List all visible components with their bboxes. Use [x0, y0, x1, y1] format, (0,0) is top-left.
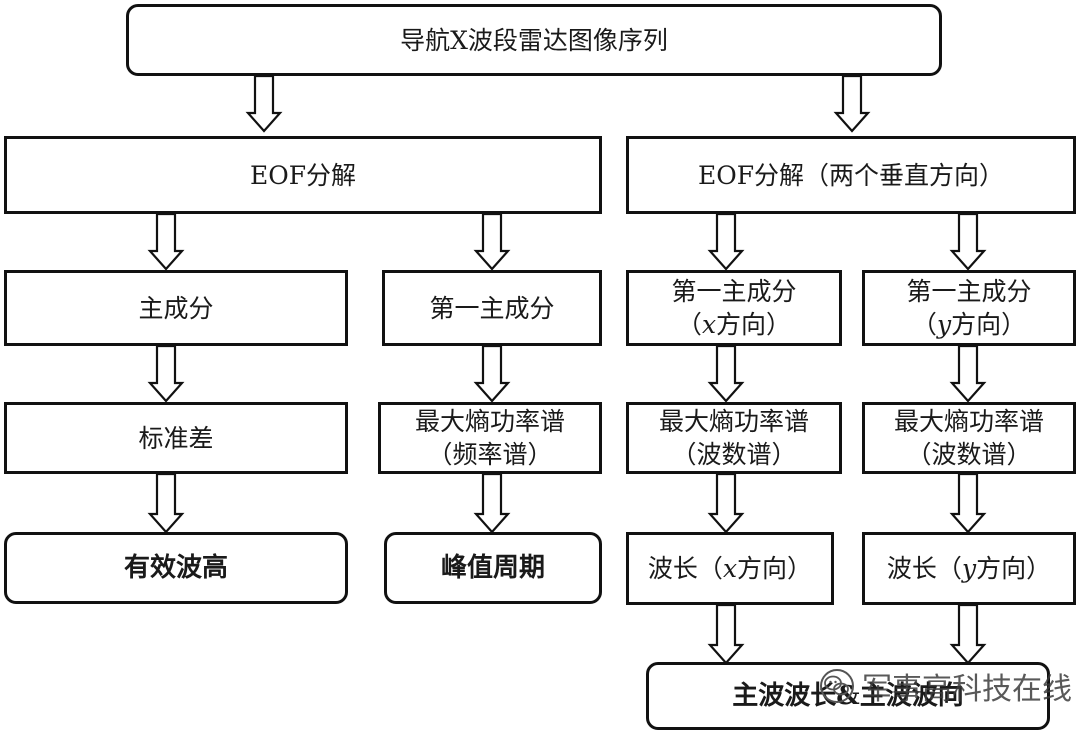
- node-wavelength-x: 波长（x方向）: [626, 532, 834, 605]
- node-first-pc: 第一主成分: [382, 270, 602, 346]
- node-mem-wavenumber-x-line1: 最大熵功率谱: [658, 407, 809, 436]
- node-wavelength-y: 波长（y方向）: [862, 532, 1076, 605]
- node-mem-wavenumber-x: 最大熵功率谱 （波数谱）: [626, 402, 842, 474]
- node-first-pc-x-line1: 第一主成分: [671, 277, 797, 306]
- node-principal-components-label: 主成分: [138, 293, 214, 323]
- node-peak-period-label: 峰值周期: [440, 552, 545, 583]
- arrow-top-to-eof-left: [245, 74, 283, 133]
- node-standard-deviation: 标准差: [4, 402, 348, 474]
- node-mem-frequency-spectrum: 最大熵功率谱 （频率谱）: [378, 402, 602, 474]
- arrow-eof-left-to-pc-first: [473, 212, 511, 271]
- arrow-wl-y-to-final: [949, 603, 987, 665]
- node-first-pc-y-line2: （y方向）: [911, 310, 1027, 339]
- node-first-pc-x: 第一主成分 （x方向）: [626, 270, 842, 346]
- node-eof-left-label: EOF分解: [249, 160, 357, 190]
- node-first-pc-x-line2: （x方向）: [676, 310, 792, 339]
- node-mem-wavenumber-y-line1: 最大熵功率谱: [893, 407, 1044, 436]
- node-mem-frequency-line1: 最大熵功率谱: [414, 407, 565, 436]
- arrow-top-to-eof-right: [833, 74, 871, 133]
- node-first-pc-y-line1: 第一主成分: [906, 277, 1032, 306]
- arrow-mem-wave-x-to-wl-x: [707, 472, 745, 534]
- arrow-pc-x-to-mem-wave-x: [707, 344, 745, 403]
- node-radar-image-sequence: 导航X波段雷达图像序列: [126, 4, 942, 76]
- node-wavelength-y-label: 波长（y方向）: [886, 554, 1052, 583]
- node-first-pc-y: 第一主成分 （y方向）: [862, 270, 1076, 346]
- node-principal-components: 主成分: [4, 270, 348, 346]
- arrow-mem-wave-y-to-wl-y: [949, 472, 987, 534]
- node-eof-left: EOF分解: [4, 136, 602, 214]
- arrow-eof-left-to-pc-main: [147, 212, 185, 271]
- node-first-pc-label: 第一主成分: [429, 293, 555, 323]
- watermark-text: 军事高科技在线: [862, 672, 1072, 707]
- node-peak-period: 峰值周期: [384, 532, 602, 604]
- arrow-pc-y-to-mem-wave-y: [949, 344, 987, 403]
- arrow-std-to-hs: [147, 472, 185, 534]
- arrow-pc-first-to-mem-freq: [473, 344, 511, 403]
- wechat-icon: [820, 669, 854, 703]
- node-mem-wavenumber-x-line2: （波数谱）: [671, 440, 797, 469]
- arrow-eof-right-to-pc-x: [707, 212, 745, 271]
- node-mem-wavenumber-y-line2: （波数谱）: [906, 440, 1032, 469]
- arrow-mem-freq-to-tp: [473, 472, 511, 534]
- node-eof-right-label: EOF分解（两个垂直方向）: [697, 160, 1005, 190]
- node-significant-wave-height-label: 有效波高: [123, 552, 228, 583]
- node-wavelength-x-label: 波长（x方向）: [647, 554, 813, 583]
- arrow-pc-main-to-std: [147, 344, 185, 403]
- watermark: 军事高科技在线: [820, 664, 1072, 708]
- arrow-eof-right-to-pc-y: [949, 212, 987, 271]
- node-mem-wavenumber-y: 最大熵功率谱 （波数谱）: [862, 402, 1076, 474]
- node-eof-right: EOF分解（两个垂直方向）: [626, 136, 1076, 214]
- arrow-wl-x-to-final: [707, 603, 745, 665]
- node-radar-image-sequence-label: 导航X波段雷达图像序列: [400, 25, 668, 55]
- node-mem-frequency-line2: （频率谱）: [427, 440, 553, 469]
- node-dominant-wavelength-direction-label: 主波波长&主波波向: [732, 680, 964, 711]
- node-significant-wave-height: 有效波高: [4, 532, 348, 604]
- node-standard-deviation-label: 标准差: [138, 423, 214, 453]
